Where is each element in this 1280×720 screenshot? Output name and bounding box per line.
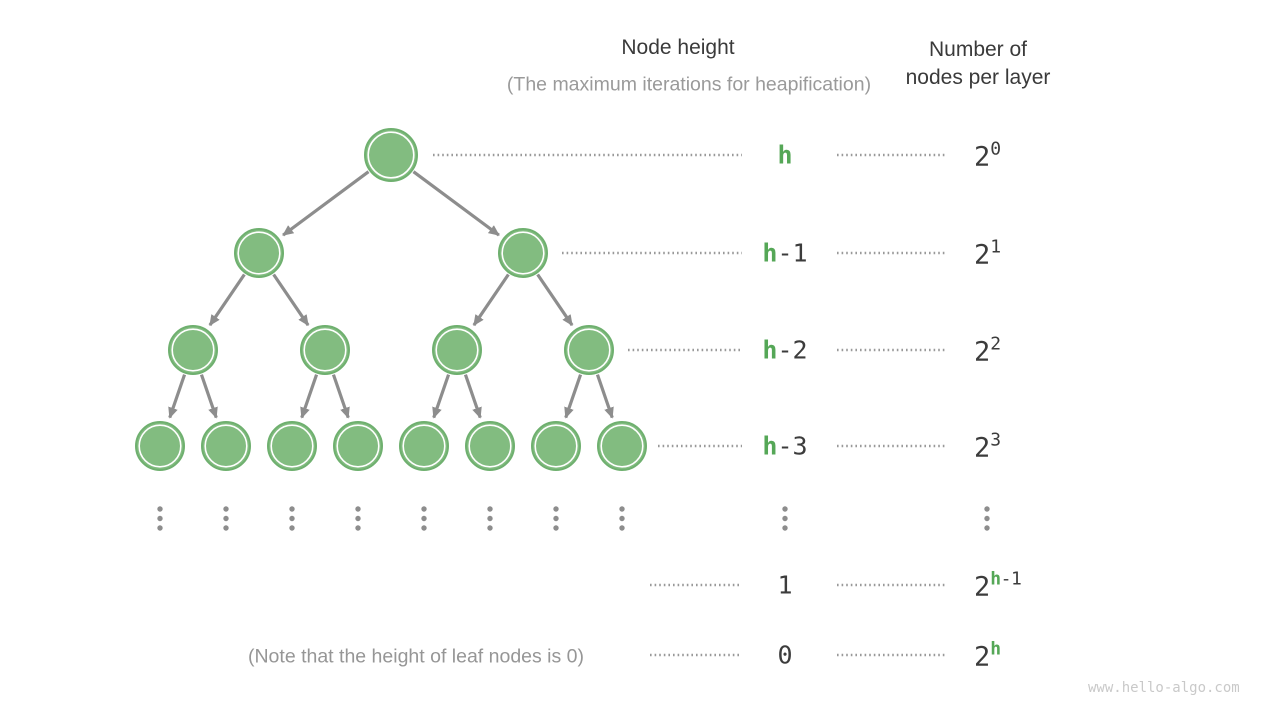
vertical-ellipsis [487,506,493,531]
tree-node [465,421,515,471]
vertical-ellipsis [289,506,295,531]
count-label-2-3: 23 [974,429,1001,464]
height-label-h: h [777,140,793,170]
count-label-2-0: 20 [974,138,1001,173]
tree-edge-arrow [536,273,574,327]
tree-node [333,421,383,471]
tree-edge-arrow [331,374,350,419]
height-label-1: 1 [777,570,793,600]
tree-node [399,421,449,471]
vertical-ellipsis [355,506,361,531]
tree-edge-arrow [199,374,218,419]
tree-edge-arrow [595,374,614,419]
header-line-2: nodes per layer [905,66,1051,89]
leaf-height-note: (Note that the height of leaf nodes is 0… [247,645,585,668]
tree-edge-arrow [463,374,482,419]
vertical-ellipsis [782,506,788,531]
tree-edge-arrow [564,374,583,419]
tree-edge-arrow [432,374,451,419]
tree-node [432,325,482,375]
height-label-h-2: h-2 [762,335,808,365]
vertical-ellipsis [553,506,559,531]
count-label-2-1: 21 [974,236,1001,271]
tree-node [498,228,548,278]
height-label-0: 0 [777,640,793,670]
height-label-h-3: h-3 [762,431,808,461]
tree-edge-arrow [208,273,246,327]
count-label-2-h-1: 2h-1 [974,568,1022,603]
tree-edge-arrow [412,170,500,237]
tree-edge-arrow [300,374,319,419]
tree-node [364,128,418,182]
column-header-subtitle: (The maximum iterations for heapificatio… [506,73,872,96]
tree-edge-arrow [168,374,187,419]
count-label-2-h: 2h [974,638,1001,673]
vertical-ellipsis [619,506,625,531]
column-header-nodes-per-layer: Number of nodes per layer [906,36,1051,92]
tree-node [300,325,350,375]
tree-edge-arrow [472,273,510,327]
vertical-ellipsis [421,506,427,531]
watermark: www.hello-algo.com [1088,680,1240,696]
height-label-h-1: h-1 [762,238,808,268]
tree-node [267,421,317,471]
tree-node [564,325,614,375]
tree-node [531,421,581,471]
tree-edge-arrow [272,273,310,327]
tree-node [234,228,284,278]
tree-node [597,421,647,471]
vertical-ellipsis [157,506,163,531]
vertical-ellipsis [984,506,990,531]
column-header-node-height: Node height [621,36,735,59]
tree-node [201,421,251,471]
count-label-2-2: 22 [974,333,1001,368]
tree-node [135,421,185,471]
tree-node [168,325,218,375]
vertical-ellipsis [223,506,229,531]
tree-edge-arrow [282,170,370,237]
header-line-1: Number of [928,38,1028,61]
